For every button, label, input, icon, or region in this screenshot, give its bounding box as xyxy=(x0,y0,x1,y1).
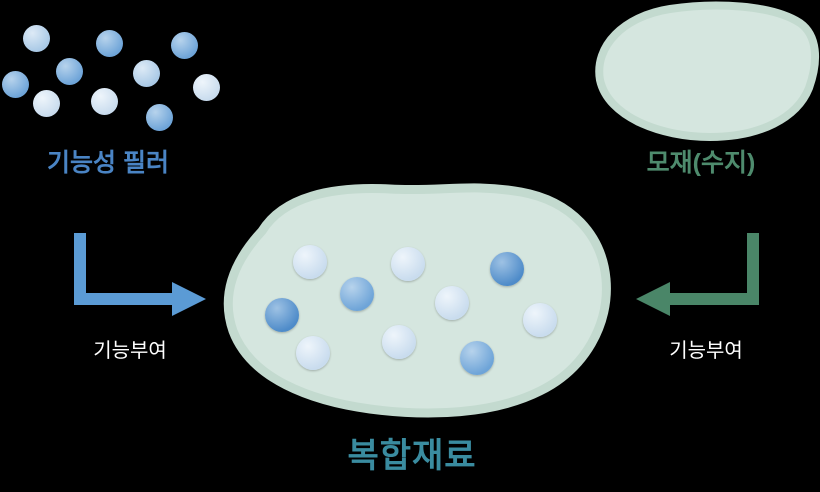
composite-sphere xyxy=(340,277,374,311)
composite-sphere xyxy=(523,303,557,337)
composite-sphere xyxy=(296,336,330,370)
left-arrow-caption: 기능부여 xyxy=(93,340,167,362)
filler-sphere xyxy=(192,73,220,101)
filler-sphere xyxy=(95,29,123,57)
right-arrow-head xyxy=(636,282,670,316)
composite-sphere xyxy=(265,298,299,332)
left-arrow-head xyxy=(172,282,206,316)
filler-sphere xyxy=(145,103,173,131)
filler-sphere xyxy=(1,70,29,98)
filler-sphere xyxy=(32,89,60,117)
composite-sphere xyxy=(391,247,425,281)
composite-blob xyxy=(223,183,611,418)
filler-label: 기능성 필러 xyxy=(47,149,169,177)
composite-sphere xyxy=(382,325,416,359)
filler-sphere xyxy=(132,59,160,87)
filler-sphere xyxy=(22,24,50,52)
composite-title: 복합재료 xyxy=(347,437,477,475)
filler-sphere xyxy=(55,57,83,85)
matrix-blob xyxy=(595,1,819,141)
filler-sphere xyxy=(170,31,198,59)
composite-sphere xyxy=(435,286,469,320)
composite-sphere xyxy=(460,341,494,375)
composite-sphere xyxy=(490,252,524,286)
matrix-label: 모재(수지) xyxy=(646,149,756,177)
right-arrow-caption: 기능부여 xyxy=(669,340,743,362)
right-arrow-shaft xyxy=(670,233,759,305)
filler-sphere xyxy=(90,87,118,115)
left-arrow-shaft xyxy=(74,233,172,305)
composite-sphere xyxy=(293,245,327,279)
